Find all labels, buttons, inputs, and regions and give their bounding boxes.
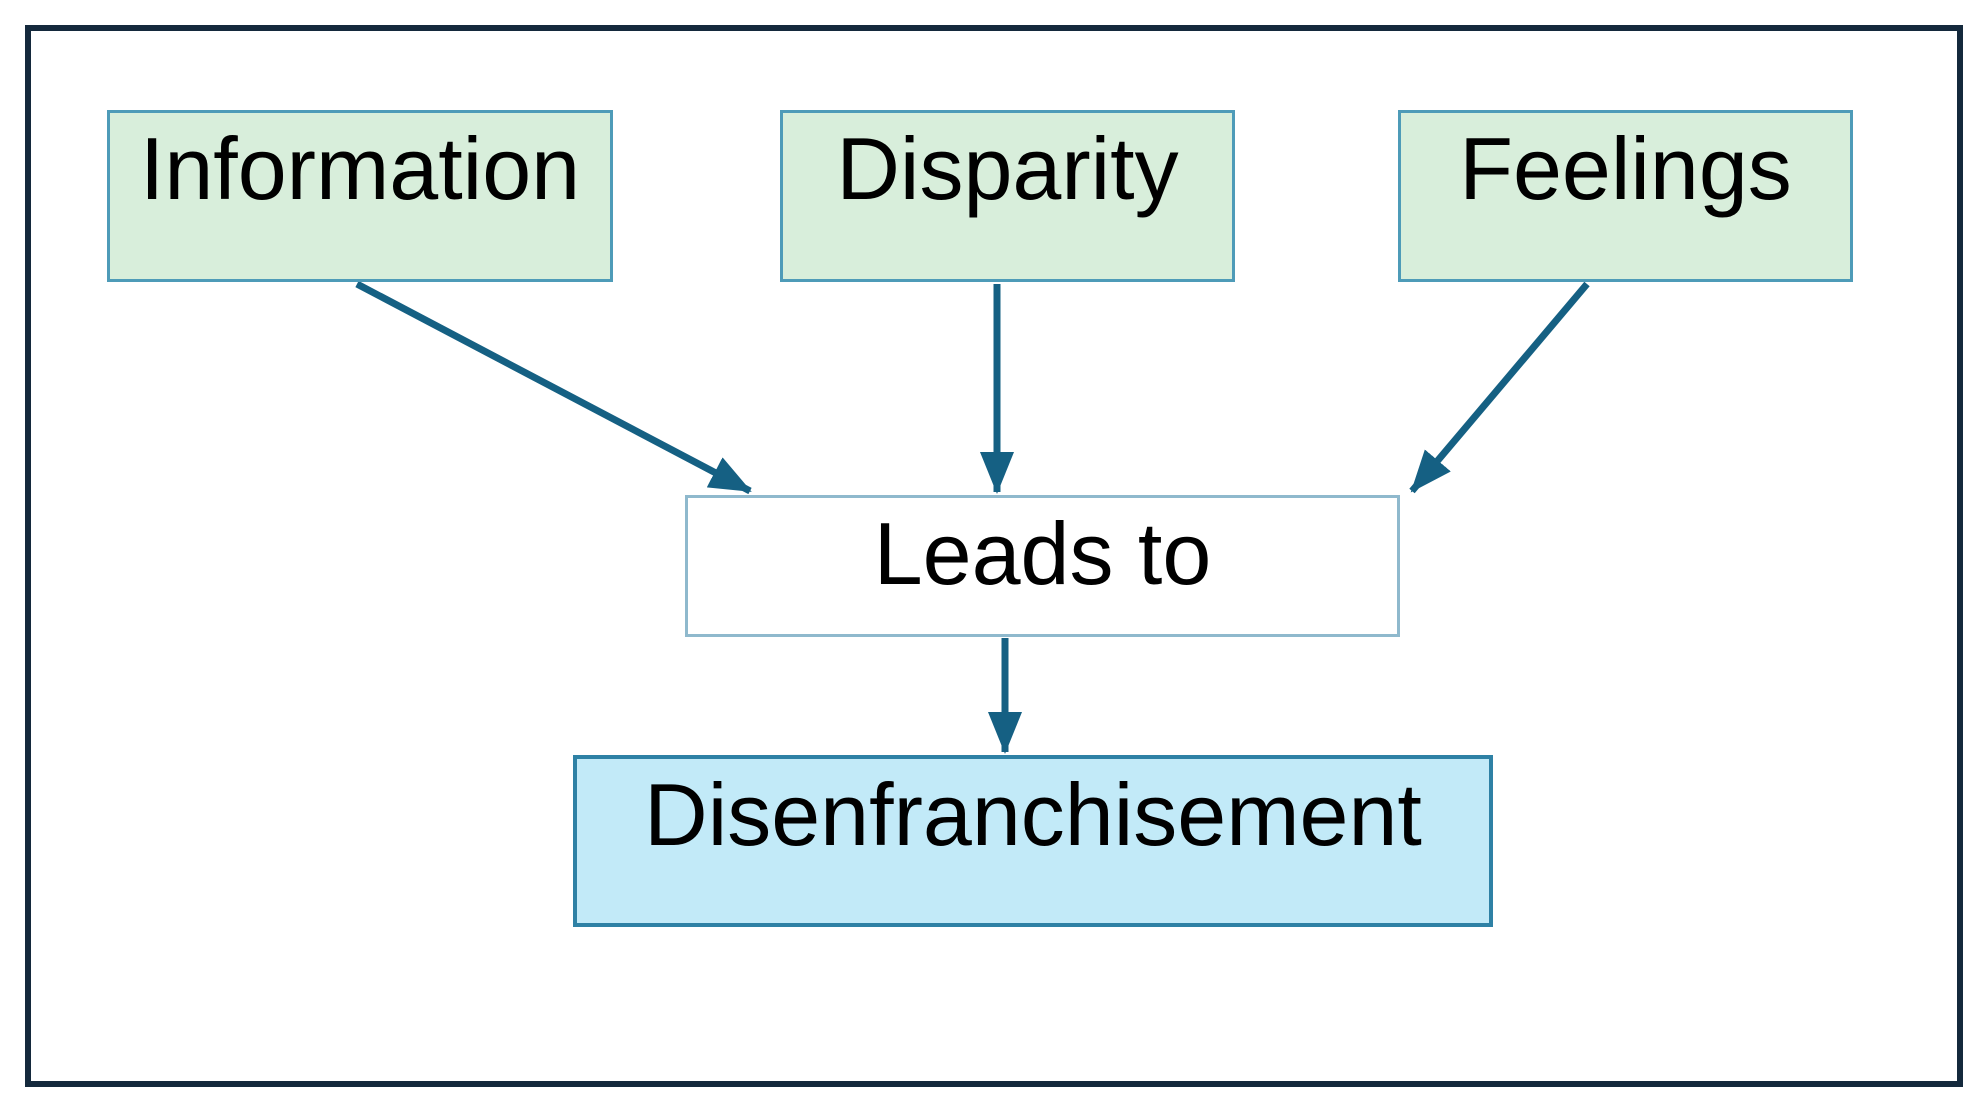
node-disparity: Disparity: [780, 110, 1235, 282]
node-leads-to-label: Leads to: [873, 504, 1212, 603]
node-feelings: Feelings: [1398, 110, 1853, 282]
node-information-label: Information: [139, 119, 581, 218]
node-disparity-label: Disparity: [836, 119, 1179, 218]
node-disenfranchisement-label: Disenfranchisement: [644, 765, 1422, 864]
node-feelings-label: Feelings: [1459, 119, 1792, 218]
node-disenfranchisement: Disenfranchisement: [573, 755, 1493, 927]
diagram-outer-frame: [25, 25, 1963, 1087]
node-leads-to: Leads to: [685, 495, 1400, 637]
node-information: Information: [107, 110, 613, 282]
